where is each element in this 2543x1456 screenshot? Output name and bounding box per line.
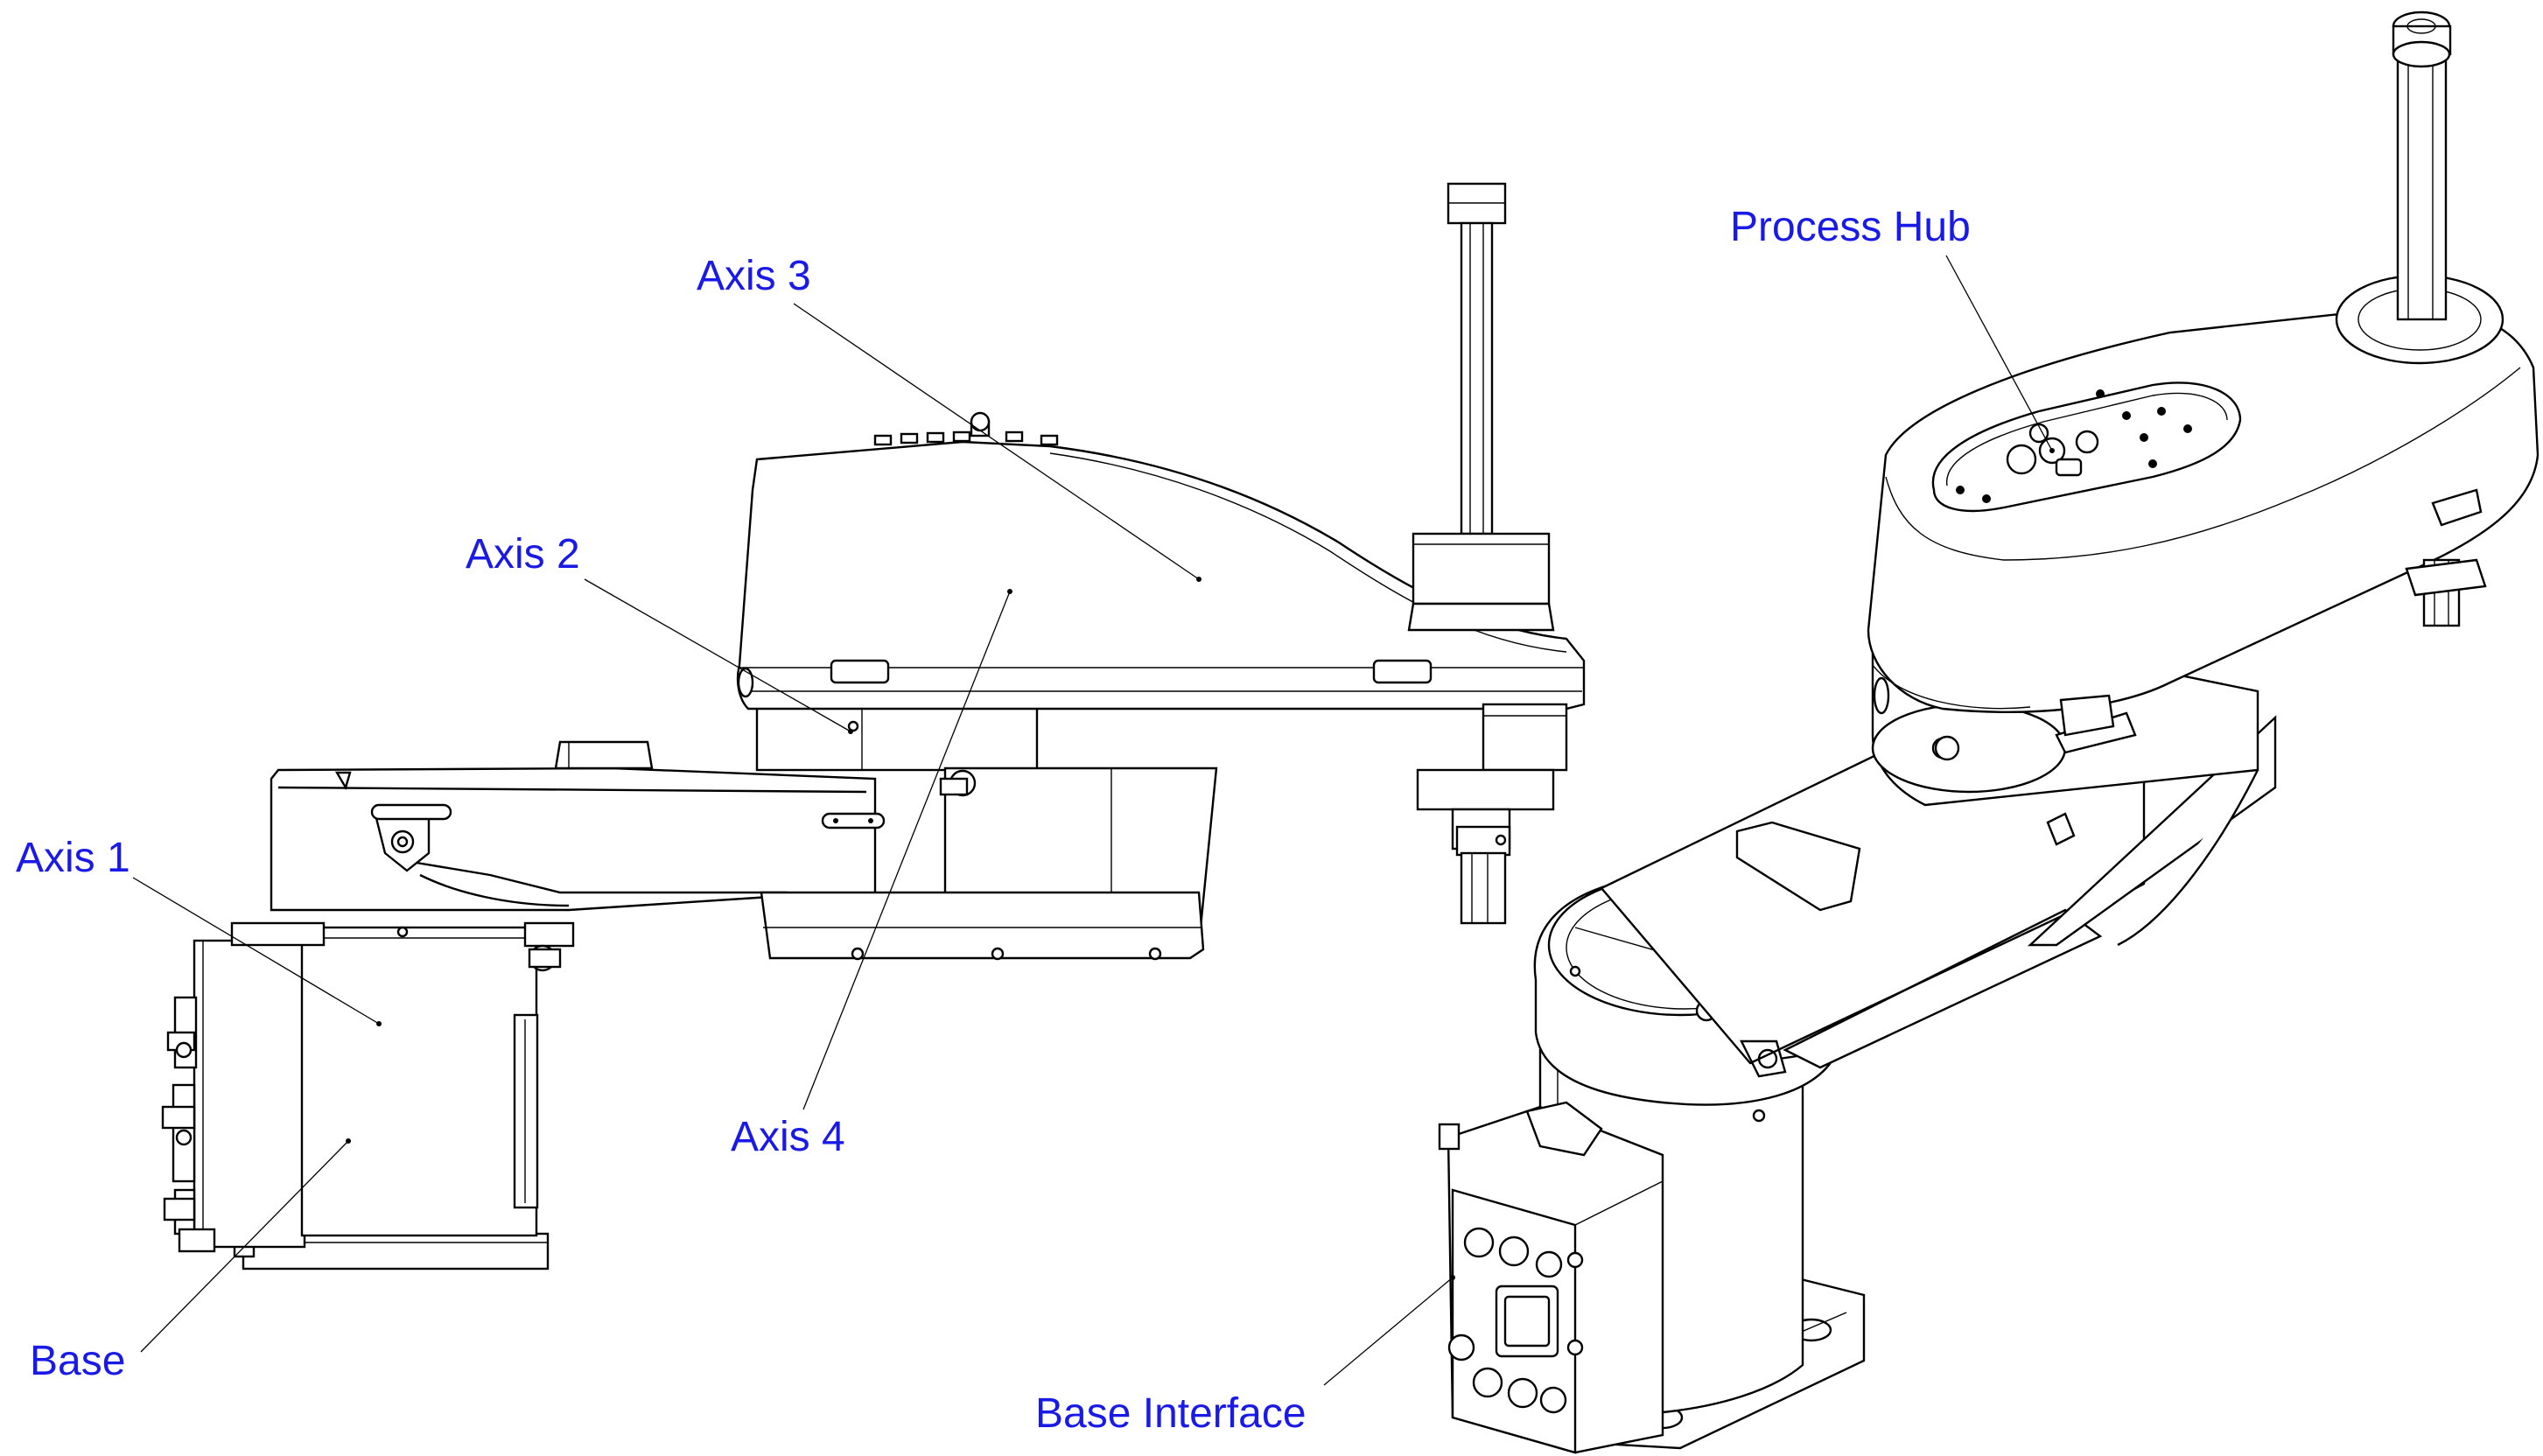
leader-process-hub — [1945, 255, 2053, 452]
label-process-hub: Process Hub — [1730, 204, 1971, 250]
iso-interface-connectors — [1447, 1227, 1584, 1414]
side-spline-shaft — [1407, 182, 1555, 925]
leader-base — [140, 1140, 349, 1353]
leader-axis4 — [802, 591, 1011, 1110]
leader-axis3 — [793, 303, 1200, 580]
side-view-robot — [161, 182, 1586, 1270]
label-axis4: Axis 4 — [731, 1114, 845, 1160]
label-base: Base — [30, 1338, 126, 1384]
iso-spline-shaft — [2335, 10, 2504, 627]
label-base-interface: Base Interface — [1035, 1390, 1307, 1437]
side-base-column — [230, 921, 575, 1237]
isometric-robot — [1438, 10, 2539, 1454]
label-axis3: Axis 3 — [697, 253, 811, 299]
label-axis1: Axis 1 — [16, 835, 130, 881]
leader-axis2 — [584, 578, 851, 732]
iso-lower-arm — [1600, 715, 2277, 1078]
leader-axis1 — [132, 877, 380, 1025]
iso-base-interface-box — [1438, 1101, 1664, 1454]
side-axis2-joint — [755, 698, 1218, 961]
leader-lines — [132, 255, 2055, 1386]
side-connector-box — [161, 939, 306, 1253]
leader-base-interface — [1323, 1277, 1454, 1386]
label-axis2: Axis 2 — [466, 531, 580, 578]
side-lower-arm — [270, 740, 886, 912]
iso-upper-arm — [1867, 306, 2539, 761]
side-upper-arm — [736, 411, 1586, 772]
side-top-connectors — [873, 411, 1059, 446]
iso-hub-connectors — [1956, 389, 2192, 503]
